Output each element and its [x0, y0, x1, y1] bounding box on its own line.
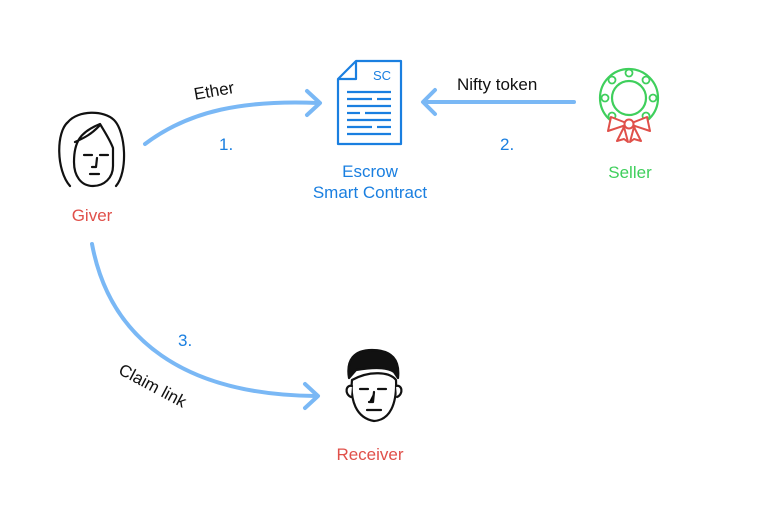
- step-1-label: 1.: [219, 135, 234, 154]
- receiver-label: Receiver: [336, 445, 404, 464]
- step-3-label: 3.: [178, 331, 193, 350]
- woman-face-icon: [58, 111, 126, 188]
- escrow-doc-tag: SC: [372, 68, 392, 83]
- step-2-label: 2.: [500, 135, 515, 154]
- giver-label: Giver: [71, 206, 113, 225]
- ether-arrow: [143, 89, 322, 146]
- nifty-token-label: Nifty token: [457, 75, 538, 94]
- bow-icon: [607, 116, 651, 143]
- escrow-label-line1: Escrow: [342, 162, 398, 181]
- claim-link-arrow: [90, 242, 320, 410]
- document-icon: [336, 59, 403, 146]
- wreath-icon: [598, 67, 660, 143]
- seller-label: Seller: [608, 163, 652, 182]
- man-face-icon: [345, 348, 403, 423]
- escrow-label-line2: Smart Contract: [312, 183, 428, 202]
- nifty-token-arrow: [421, 88, 576, 116]
